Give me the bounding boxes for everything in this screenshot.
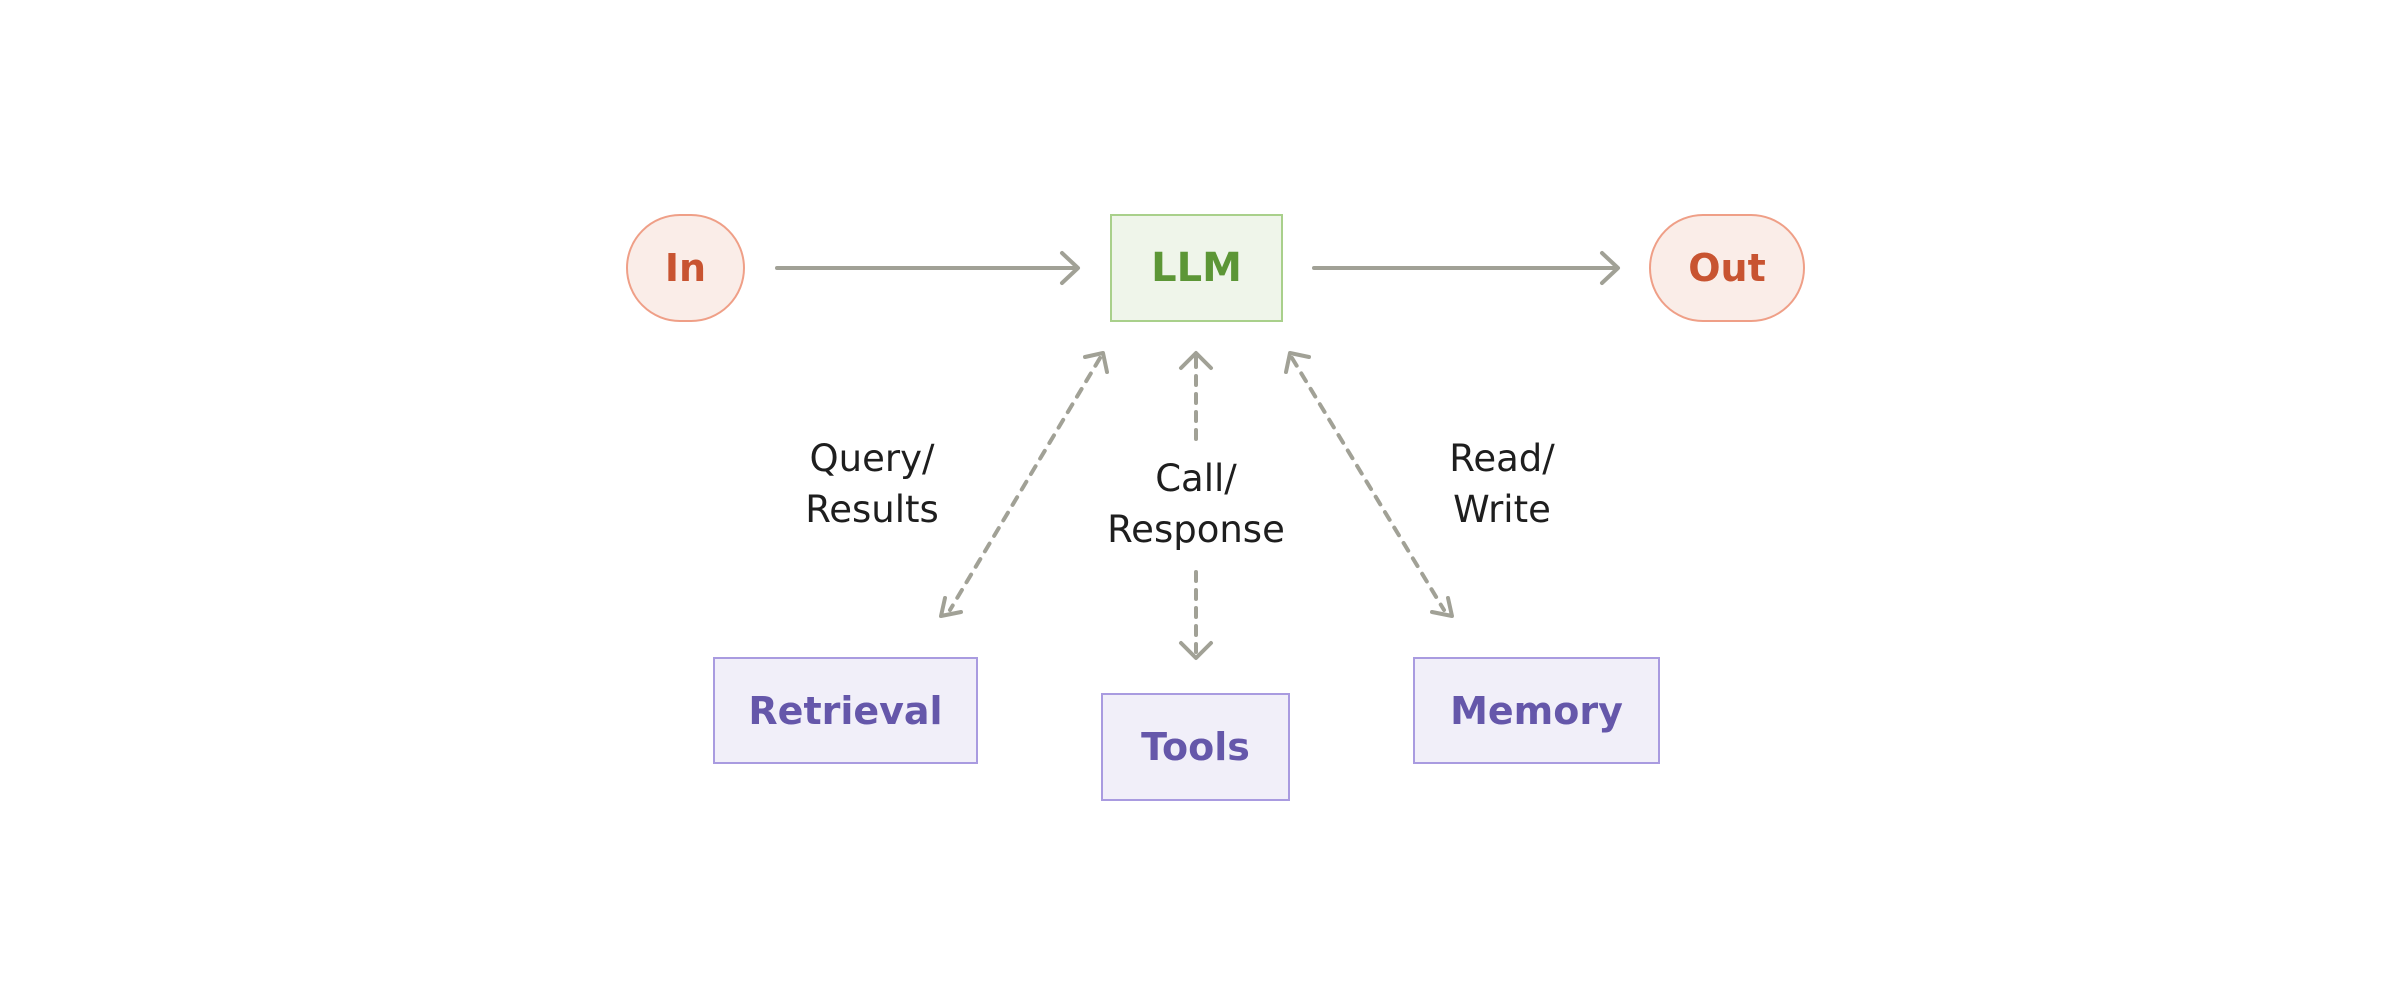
input-node: In	[626, 214, 745, 322]
arrow-llm-tools	[1179, 351, 1213, 660]
llm-node: LLM	[1110, 214, 1283, 322]
tools-node-label: Tools	[1141, 725, 1250, 769]
tools-edge-label: Call/ Response	[1066, 453, 1326, 555]
tools-edge-label-line2: Response	[1107, 508, 1285, 551]
output-node-label: Out	[1688, 246, 1766, 290]
memory-node: Memory	[1413, 657, 1660, 764]
retrieval-edge-label-line1: Query/	[809, 437, 935, 480]
tools-edge-label-line1: Call/	[1155, 457, 1237, 500]
memory-edge-label-line1: Read/	[1449, 437, 1555, 480]
retrieval-node: Retrieval	[713, 657, 978, 764]
arrow-llm-retrieval	[939, 351, 1109, 618]
memory-edge-label-line2: Write	[1453, 488, 1551, 531]
output-node: Out	[1649, 214, 1805, 322]
memory-edge-label: Read/ Write	[1372, 433, 1632, 535]
retrieval-edge-label: Query/ Results	[742, 433, 1002, 535]
memory-node-label: Memory	[1450, 688, 1623, 733]
retrieval-edge-label-line2: Results	[805, 488, 939, 531]
llm-node-label: LLM	[1151, 245, 1242, 291]
arrow-llm-memory	[1284, 351, 1454, 618]
input-node-label: In	[664, 246, 707, 290]
arrow-llm-to-out	[1312, 251, 1620, 285]
retrieval-node-label: Retrieval	[748, 688, 943, 733]
tools-node: Tools	[1101, 693, 1290, 801]
arrow-in-to-llm	[775, 251, 1080, 285]
